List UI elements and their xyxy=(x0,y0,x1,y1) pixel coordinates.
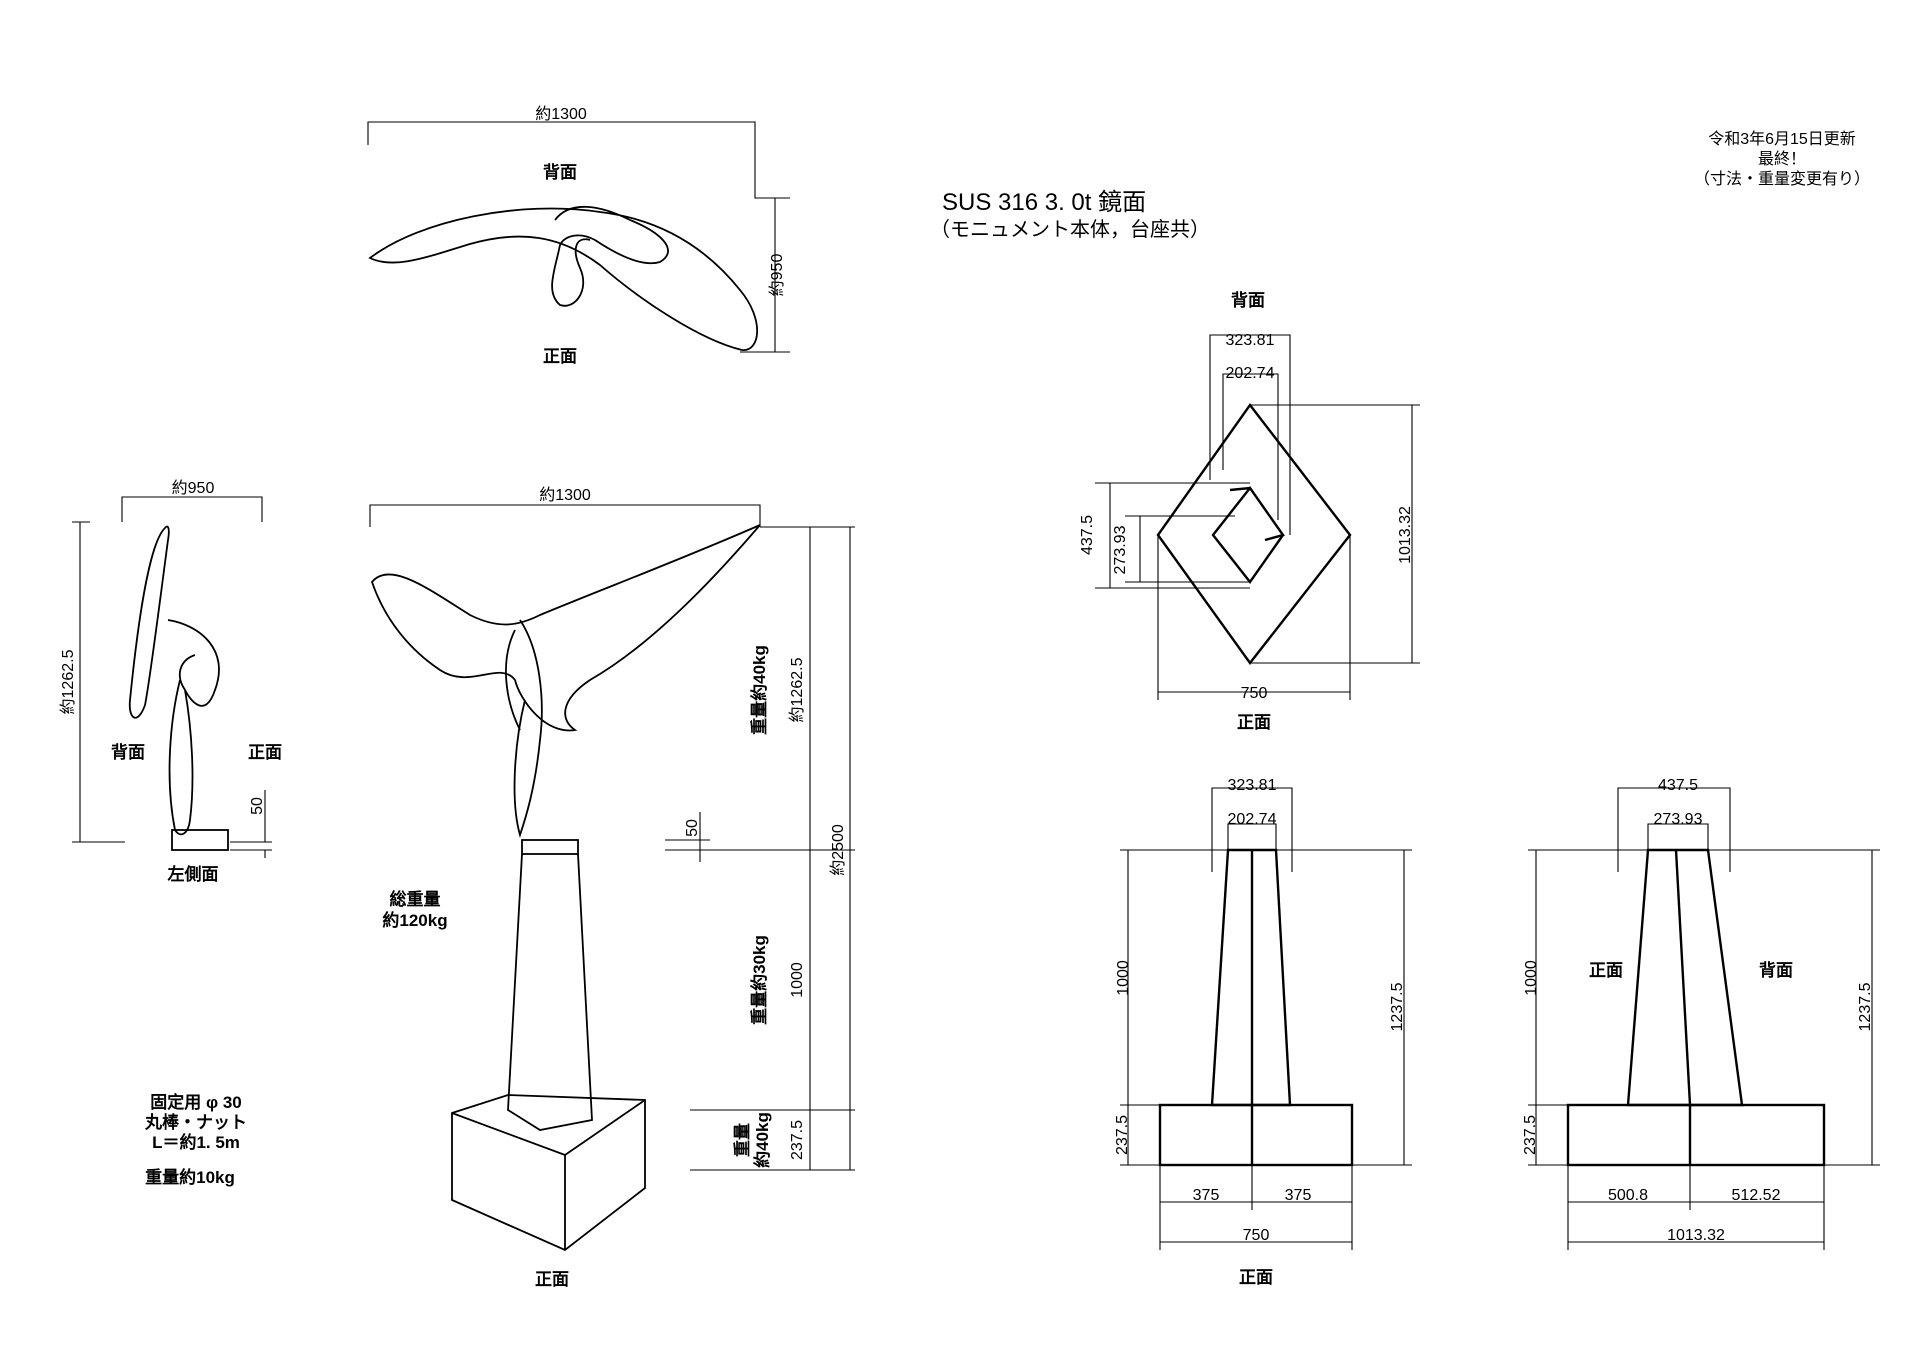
pedestal-side-left-part: 500.8 xyxy=(1608,1187,1648,1204)
left-view-label: 左側面 xyxy=(168,864,219,884)
pedestal-side-column-height: 1000 xyxy=(1523,960,1540,996)
pedestal-side-view: 437.5 273.93 正面 背面 1000 237.5 1237.5 500… xyxy=(1522,777,1880,1250)
left-view-back-label: 背面 xyxy=(111,742,145,762)
pedestal-top-base-width: 750 xyxy=(1241,685,1268,702)
material-title: SUS 316 3. 0t 鏡面 xyxy=(942,189,1146,216)
top-view-depth: 約950 xyxy=(768,254,786,297)
fixing-line1: 固定用 φ 30 xyxy=(150,1092,242,1112)
pedestal-top-outer-diamond xyxy=(1156,402,1352,666)
fixing-weight: 重量約10kg xyxy=(145,1167,235,1187)
pedestal-side-width: 1013.32 xyxy=(1667,1227,1725,1244)
top-view-width: 約1300 xyxy=(535,105,587,123)
pedestal-top-diagonal: 1013.32 xyxy=(1397,506,1414,564)
pedestal-top-back-label: 背面 xyxy=(1231,290,1265,310)
left-side-view: 約950 約1262.5 背面 正面 50 左側面 xyxy=(59,479,282,884)
pedestal-top-view: 背面 323.81 202.74 437.5 273.93 1013.32 75… xyxy=(1079,290,1420,732)
pedestal-front-view: 323.81 202.74 1000 237.5 1237.5 375 375 … xyxy=(1114,777,1412,1287)
pedestal-top-inner-square xyxy=(1211,485,1285,585)
left-view-height: 約1262.5 xyxy=(59,649,77,714)
pedestal-top-inner-width: 202.74 xyxy=(1226,365,1275,382)
column-weight: 重量約30kg xyxy=(749,935,769,1025)
pedestal-front-half-right: 375 xyxy=(1285,1187,1312,1204)
base-weight-line2: 約40kg xyxy=(752,1112,772,1168)
column-height: 1000 xyxy=(789,962,806,998)
pedestal-front-outer-top: 323.81 xyxy=(1228,777,1277,794)
front-view-label: 正面 xyxy=(535,1270,569,1289)
pedestal-side-outer-top: 437.5 xyxy=(1658,777,1698,794)
revision-status: 最終！ xyxy=(1758,150,1806,168)
top-view: 約1300 約950 背面 正面 xyxy=(367,105,790,366)
front-main-view: 約1300 正面 総重量 約120kg 50 重量約40kg 約1262.5 重… xyxy=(369,486,855,1289)
left-view-sculpture xyxy=(128,525,220,836)
front-view-width: 約1300 xyxy=(539,486,591,504)
base-height: 237.5 xyxy=(789,1120,806,1160)
revision-date: 令和3年6月15日更新 xyxy=(1708,130,1856,148)
pedestal-front-width: 750 xyxy=(1243,1227,1270,1244)
front-view-sculpture xyxy=(370,524,761,839)
total-height: 約2500 xyxy=(829,824,847,876)
base-weight-line1: 重量 xyxy=(732,1123,752,1157)
pedestal-top-outer-width: 323.81 xyxy=(1226,332,1275,349)
left-view-base-height: 50 xyxy=(249,797,266,815)
pedestal-front-column-height: 1000 xyxy=(1115,960,1132,996)
pedestal-side-base-height: 237.5 xyxy=(1522,1115,1539,1155)
pedestal-side-right-part: 512.52 xyxy=(1732,1187,1781,1204)
fixing-note: 固定用 φ 30 丸棒・ナット L＝約1. 5m 重量約10kg xyxy=(144,1092,247,1187)
pedestal-front-base xyxy=(1158,1103,1354,1167)
material-subtitle: （モニュメント本体，台座共） xyxy=(930,218,1210,241)
sculpture-height: 約1262.5 xyxy=(788,657,806,722)
front-view-base xyxy=(451,1094,646,1252)
pedestal-side-total-height: 1237.5 xyxy=(1857,982,1874,1031)
pedestal-side-inner-top: 273.93 xyxy=(1654,811,1703,828)
front-view-column xyxy=(507,853,593,1131)
sculpture-weight: 重量約40kg xyxy=(749,645,769,735)
pedestal-top-inner-depth: 273.93 xyxy=(1112,525,1129,574)
front-view-cap xyxy=(521,839,579,855)
pedestal-front-column xyxy=(1210,848,1292,1165)
left-view-base xyxy=(171,829,229,851)
revision-note: （寸法・重量変更有り） xyxy=(1694,170,1870,188)
pedestal-side-base xyxy=(1566,1103,1826,1167)
top-view-front-label: 正面 xyxy=(543,347,577,366)
pedestal-front-inner-top: 202.74 xyxy=(1228,811,1277,828)
pedestal-top-front-label: 正面 xyxy=(1237,713,1271,732)
total-weight-line2: 約120kg xyxy=(382,910,447,930)
fixing-line3: L＝約1. 5m xyxy=(152,1132,240,1152)
pedestal-front-label: 正面 xyxy=(1239,1268,1273,1287)
pedestal-front-half-left: 375 xyxy=(1193,1187,1220,1204)
pedestal-side-column xyxy=(1626,848,1744,1165)
pedestal-top-outer-depth: 437.5 xyxy=(1079,515,1096,555)
total-weight-line1: 総重量 xyxy=(390,889,441,909)
pedestal-side-back-label: 背面 xyxy=(1759,960,1793,980)
top-view-sculpture xyxy=(368,205,759,351)
front-view-gap: 50 xyxy=(684,819,701,837)
pedestal-front-base-height: 237.5 xyxy=(1114,1115,1131,1155)
pedestal-front-total-height: 1237.5 xyxy=(1389,982,1406,1031)
left-view-front-label: 正面 xyxy=(248,743,282,762)
fixing-line2: 丸棒・ナット xyxy=(144,1112,247,1132)
pedestal-side-front-label: 正面 xyxy=(1589,961,1623,980)
top-view-back-label: 背面 xyxy=(543,162,577,182)
left-view-width: 約950 xyxy=(172,479,215,497)
